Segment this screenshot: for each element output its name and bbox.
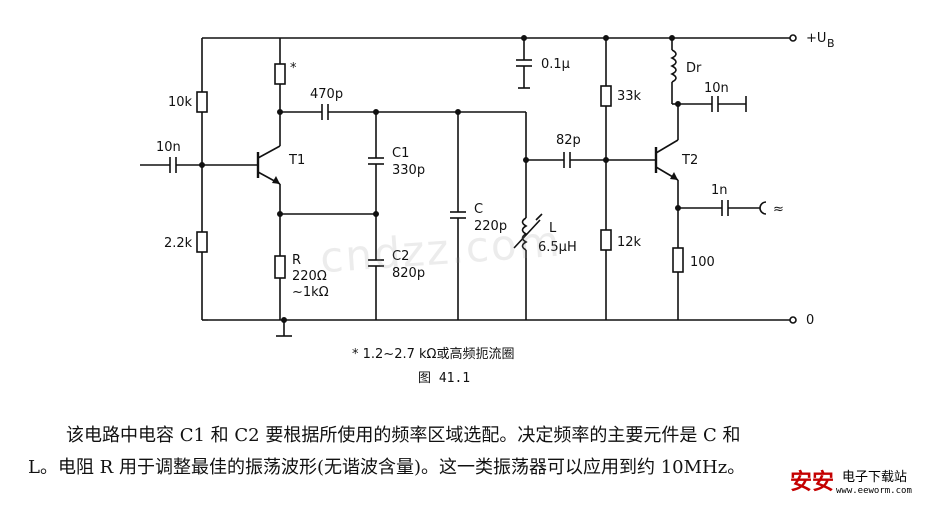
label-c-value: 220p xyxy=(474,219,507,234)
resistor-33k xyxy=(600,85,612,107)
paragraph-line-2: L。电阻 R 用于调整最佳的振荡波形(无谐波含量)。这一类振荡器可以应用到约 1… xyxy=(28,457,746,478)
label-0-1u: 0.1μ xyxy=(541,57,570,72)
supply-subscript: B xyxy=(827,37,835,50)
label-82p: 82p xyxy=(556,133,581,148)
resistor-100 xyxy=(672,247,684,273)
label-r-value2: ~1kΩ xyxy=(292,285,329,300)
label-c2: C2 xyxy=(392,249,409,264)
logo-mark: 安安 xyxy=(790,470,835,495)
footnote: * 1.2~2.7 kΩ或高频扼流圈 xyxy=(352,347,515,362)
label-100: 100 xyxy=(690,255,715,270)
figure-caption: 图 41.1 xyxy=(418,371,471,386)
label-2-2k: 2.2k xyxy=(164,236,193,251)
label-dr: Dr xyxy=(686,61,702,76)
label-r-value1: 220Ω xyxy=(292,269,327,284)
logo-name: 电子下载站 xyxy=(842,470,908,485)
resistor-10k xyxy=(196,91,208,113)
label-10n-in: 10n xyxy=(156,140,181,155)
logo-site: www.eeworm.com xyxy=(836,486,912,496)
label-r: R xyxy=(292,253,301,268)
oscillator-schematic: +U B 0 10k 2.2k 10n T1 * 470p C1 330p C2… xyxy=(140,31,835,337)
site-logo: 安安 电子下载站 www.eeworm.com xyxy=(790,462,925,502)
label-470p: 470p xyxy=(310,87,343,102)
resistor-star xyxy=(274,63,286,85)
output-symbol: ≈ xyxy=(773,202,784,217)
label-t1: T1 xyxy=(288,153,305,168)
label-10n-out: 10n xyxy=(704,81,729,96)
label-c1: C1 xyxy=(392,146,409,161)
label-12k: 12k xyxy=(617,235,642,250)
label-t2: T2 xyxy=(681,153,698,168)
paragraph-line-1: 该电路中电容 C1 和 C2 要根据所使用的频率区域选配。决定频率的主要元件是 … xyxy=(66,425,741,446)
supply-label: +U xyxy=(806,31,826,46)
label-33k: 33k xyxy=(617,89,642,104)
ground-label: 0 xyxy=(806,313,814,328)
label-10k: 10k xyxy=(168,95,193,110)
description-paragraph: 该电路中电容 C1 和 C2 要根据所使用的频率区域选配。决定频率的主要元件是 … xyxy=(28,420,888,484)
label-1n: 1n xyxy=(711,183,728,198)
label-l-value: 6.5μH xyxy=(538,240,577,255)
resistor-12k xyxy=(600,229,612,251)
resistor-2-2k xyxy=(196,231,208,253)
label-c1-value: 330p xyxy=(392,163,425,178)
choke-dr xyxy=(670,49,677,83)
label-c2-value: 820p xyxy=(392,266,425,281)
label-c: C xyxy=(474,202,483,217)
label-star: * xyxy=(290,61,297,76)
resistor-r xyxy=(274,255,286,279)
label-l: L xyxy=(549,221,557,236)
